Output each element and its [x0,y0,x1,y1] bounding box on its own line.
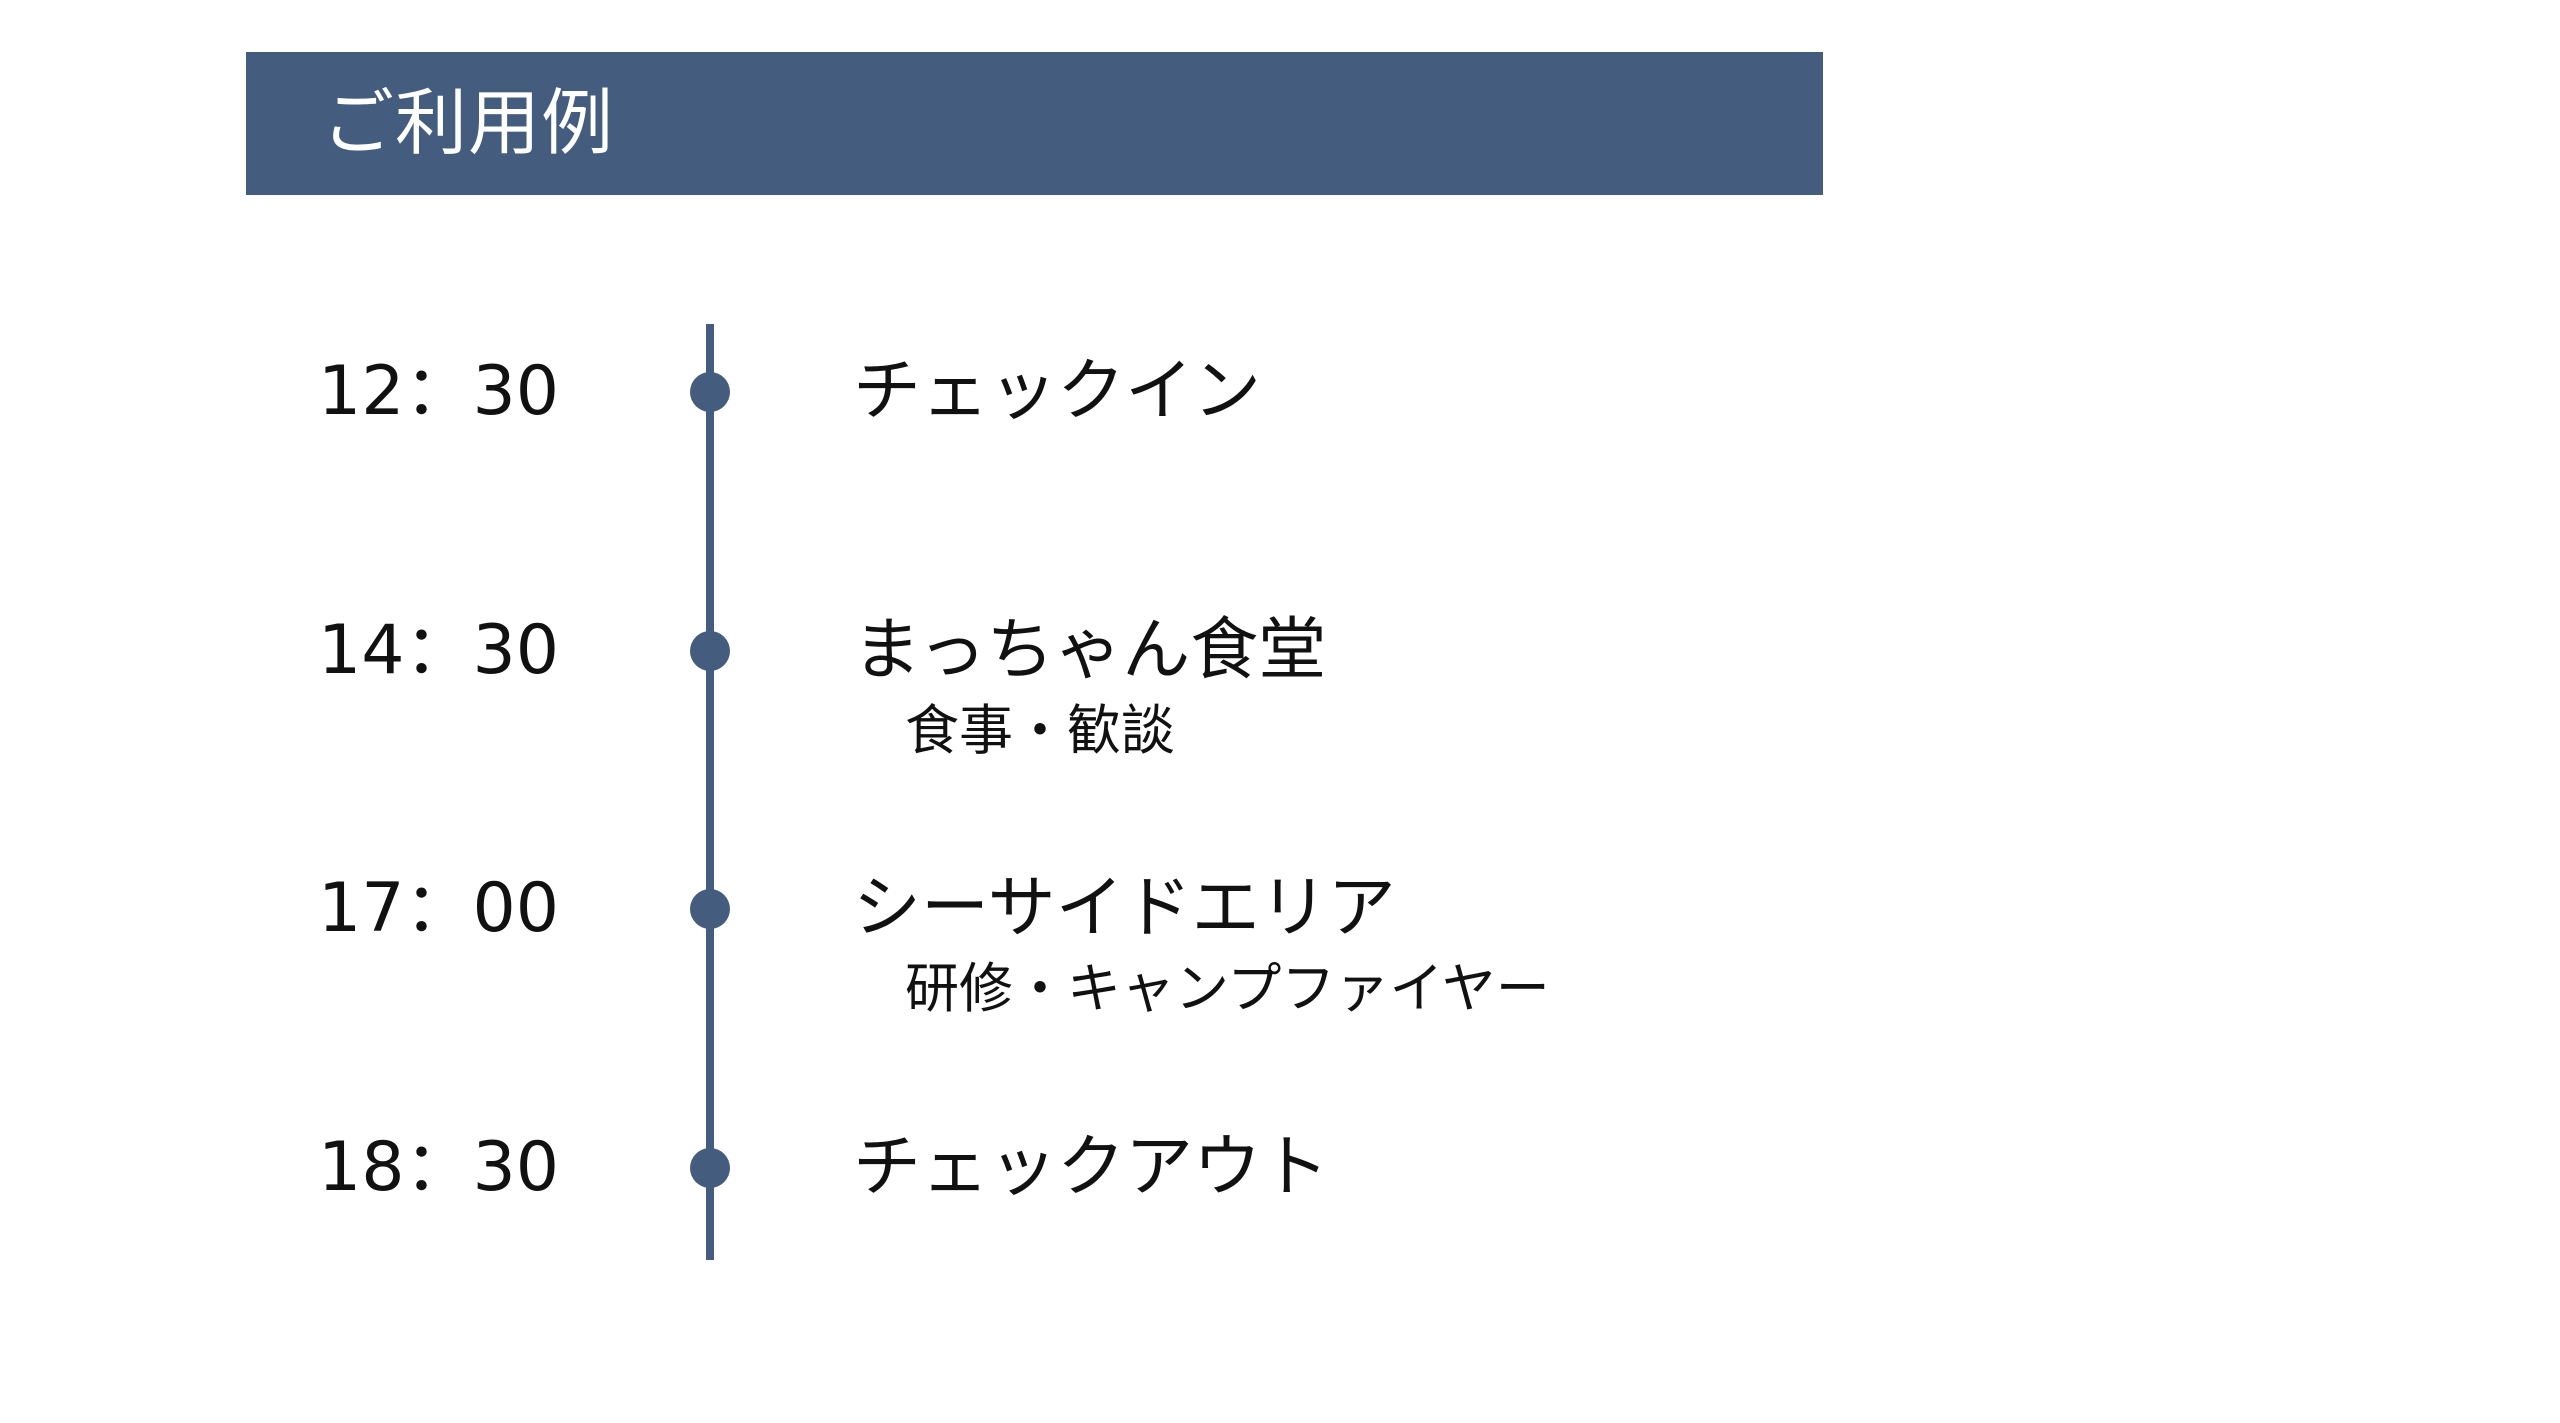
event-time: 18：30 [318,1128,560,1207]
title-bar: ご利用例 [246,52,1823,195]
event-time: 17：00 [318,869,560,948]
page-title: ご利用例 [322,81,615,165]
event-time: 12：30 [318,352,560,431]
event-label: シーサイドエリア [853,869,1396,948]
timeline-event: 12：30 チェックイン [0,352,2560,432]
event-description: 研修・キャンプファイヤー [905,957,1550,1020]
timeline-event: 14：30 まっちゃん食堂 食事・歓談 [0,611,2560,762]
timeline-dot [690,889,730,929]
timeline-event: 17：00 シーサイドエリア 研修・キャンプファイヤー [0,869,2560,1020]
event-label: まっちゃん食堂 [853,611,1327,690]
timeline-dot [690,372,730,412]
event-label: チェックアウト [853,1128,1330,1207]
timeline-event: 18：30 チェックアウト [0,1128,2560,1208]
timeline-dot [690,1148,730,1188]
event-label: チェックイン [853,352,1262,431]
event-description: 食事・歓談 [905,699,1175,762]
timeline-line [706,324,714,1260]
event-time: 14：30 [318,611,560,690]
timeline-dot [690,631,730,671]
